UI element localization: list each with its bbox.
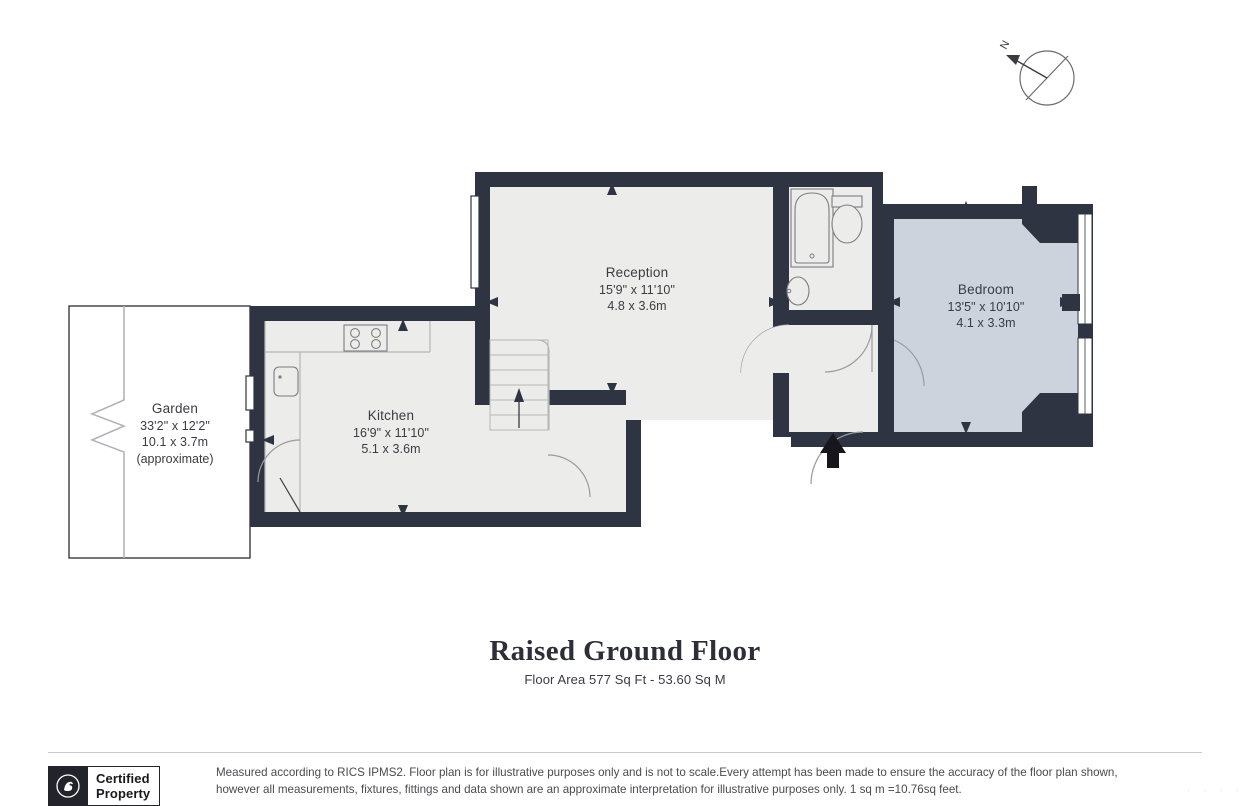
- disclaimer-text: Measured according to RICS IPMS2. Floor …: [216, 766, 1118, 796]
- bedroom-door-arc: [893, 339, 925, 387]
- certified-property-badge: Certified Property: [48, 766, 161, 806]
- hob-icon: [343, 324, 388, 352]
- badge-text: Certified Property: [88, 766, 161, 806]
- dimension-arrows: [262, 183, 1080, 517]
- sink-icon: [273, 366, 299, 397]
- garden-area: [68, 305, 251, 559]
- hallway-fill: [789, 325, 878, 432]
- compass-north-label: N: [998, 39, 1012, 52]
- bedroom-fill: [894, 219, 1078, 432]
- garden-break-line: [89, 306, 127, 558]
- kitchen-reception-door-arc: [547, 454, 591, 498]
- footer: [0, 752, 1250, 800]
- entrance-arrow-icon: [820, 433, 846, 468]
- toilet-icon: [831, 195, 863, 244]
- washbasin-icon: [786, 276, 810, 306]
- watermark-text: · · · · · · · ·: [1170, 1, 1242, 11]
- badge-line-1: Certified: [96, 771, 150, 787]
- lion-emblem-icon: [48, 766, 88, 806]
- windows: [245, 195, 1093, 443]
- hallway-swing-fills: [741, 325, 789, 373]
- bathtub-icon: [790, 188, 834, 268]
- kitchen-door-arc: [257, 439, 301, 483]
- bathroom-fixtures: [786, 188, 863, 306]
- footer-divider: [48, 752, 1202, 753]
- kitchen-fill: [265, 321, 626, 512]
- reception-fill: [490, 187, 773, 420]
- kitchen-fixtures: [264, 321, 431, 512]
- floor-title: Raised Ground Floor: [489, 635, 761, 667]
- compass-rose: N: [998, 39, 1075, 106]
- badge-line-2: Property: [96, 786, 151, 801]
- corner-ticks: ' ' ' ': [1187, 788, 1244, 798]
- floor-area-text: Floor Area 577 Sq Ft - 53.60 Sq M: [524, 672, 726, 688]
- bathroom-door-arc: [824, 324, 873, 373]
- staircase-icon: [489, 339, 550, 431]
- title-block: Raised Ground Floor Floor Area 577 Sq Ft…: [0, 635, 1250, 688]
